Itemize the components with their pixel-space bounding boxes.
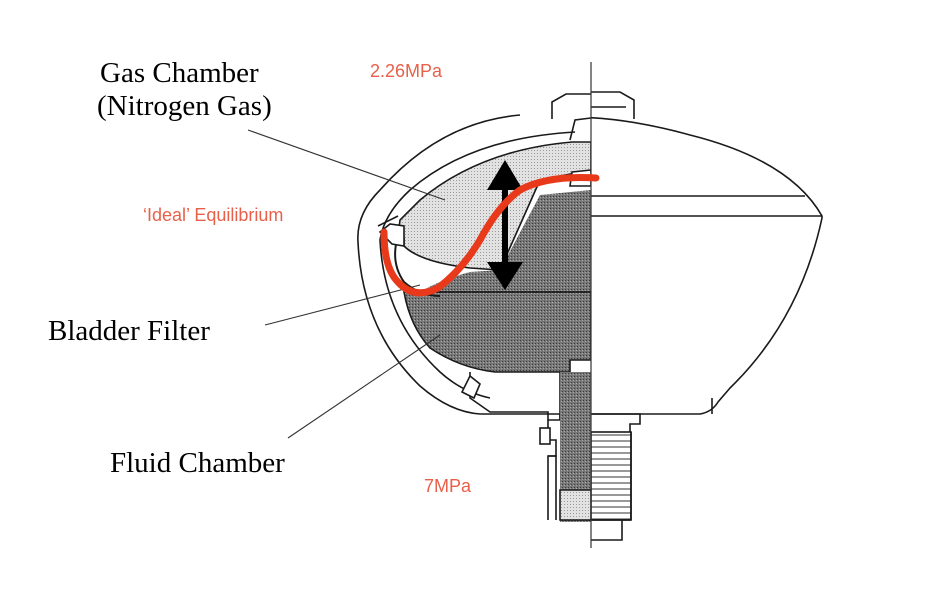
bladder-filter-leader bbox=[264, 284, 421, 326]
fluid-chamber-region bbox=[403, 291, 591, 373]
fluid-chamber-leader bbox=[287, 334, 441, 439]
gas-chamber-label-line1: Gas Chamber bbox=[100, 57, 259, 89]
gas-pressure-annotation: 2.26MPa bbox=[370, 61, 443, 81]
equilibrium-annotation: ‘Ideal’ Equilibrium bbox=[143, 205, 283, 225]
equilibrium-curve bbox=[380, 174, 600, 297]
bladder-filter-label: Bladder Filter bbox=[48, 315, 210, 347]
gas-chamber-leader bbox=[247, 129, 446, 201]
accumulator-exterior bbox=[591, 91, 823, 541]
fluid-pressure-annotation: 7MPa bbox=[424, 476, 472, 496]
gas-chamber-label-line2: (Nitrogen Gas) bbox=[97, 90, 272, 122]
accumulator-cutaway bbox=[357, 93, 591, 522]
fluid-chamber-label: Fluid Chamber bbox=[110, 447, 285, 479]
